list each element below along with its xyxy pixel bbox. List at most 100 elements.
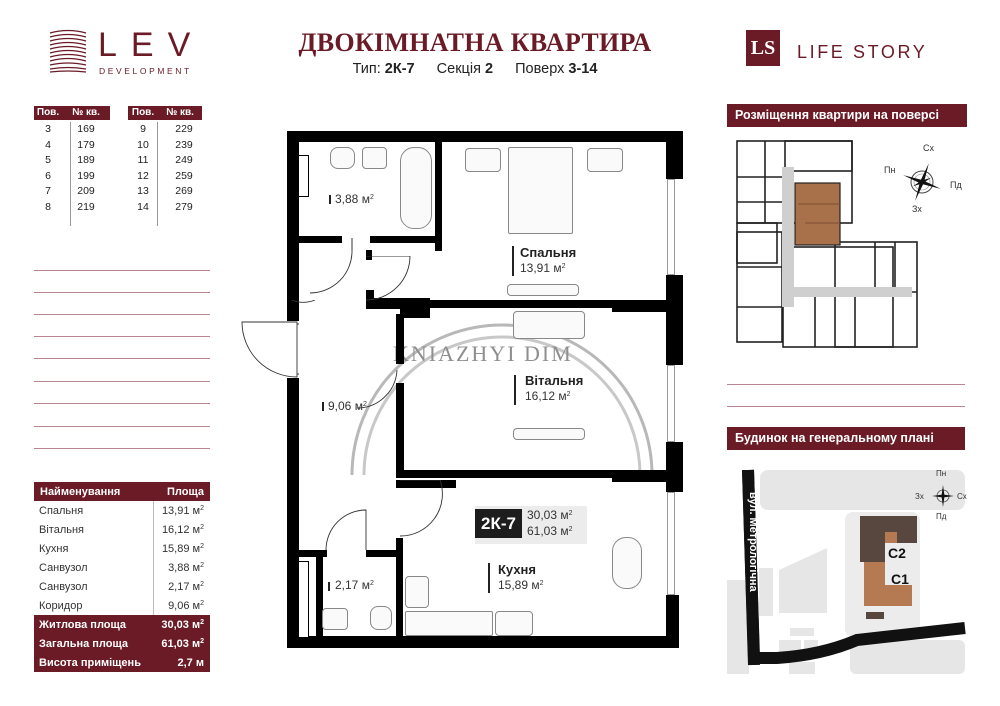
bedroom-area: 13,91 м2 [520, 261, 566, 275]
bathroom-door-swing [310, 238, 353, 294]
type-value: 2К-7 [384, 61, 415, 77]
building-c2 [860, 516, 917, 562]
section-label: Секція [436, 61, 481, 77]
floor-location-header: Розміщення квартири на поверсі [727, 104, 967, 127]
tv-stand-icon [513, 428, 585, 440]
compass-rose-icon [903, 163, 941, 201]
kitchen-counter-icon [405, 611, 493, 636]
watermark-text: KNIAZHYI DIM [393, 341, 573, 366]
kitchen-label: Кухня [498, 562, 536, 577]
apartment-type-tag: 2К-7 [475, 509, 522, 538]
street-name: вул. Метрологічна [747, 492, 759, 592]
page-title: ДВОКІМНАТНА КВАРТИРА [298, 28, 652, 57]
compass-label-west: Зх [912, 204, 922, 214]
door-swings [248, 300, 398, 409]
note-line [34, 358, 210, 359]
note-line [34, 448, 210, 449]
col-header-apt-2: № кв. [158, 106, 202, 120]
kitchen-sink-icon [495, 611, 533, 636]
life-story-wordmark: LIFE STORY [797, 42, 928, 62]
window [667, 365, 675, 442]
bedroom-door-swing [366, 256, 411, 301]
bathroom1-area: 3,88 м2 [335, 192, 374, 206]
col-header-floor-2: Пов. [128, 106, 158, 120]
living-room-area: 16,12 м2 [525, 389, 571, 403]
note-line [34, 403, 210, 404]
bathroom2-area: 2,17 м2 [335, 578, 374, 592]
column-divider [153, 501, 154, 615]
cooktop-icon [405, 576, 429, 608]
tv-stand-icon [507, 284, 579, 296]
building-label-c2: С2 [888, 545, 906, 561]
building-stripes-icon [49, 29, 87, 73]
compass-label-east: Сх [923, 143, 934, 153]
highlighted-apartment [794, 182, 841, 246]
site-plan-map: вул. Метрологічна С2 С1 Пн Зх Сх Пд [727, 460, 967, 674]
note-line [727, 384, 965, 385]
entrance-door-swing [241, 321, 298, 378]
toilet-icon [330, 147, 355, 169]
compass-label-north: Пн [884, 165, 896, 175]
corridor-area: 9,06 м2 [328, 399, 367, 413]
living-room-label: Вітальня [525, 373, 584, 388]
compass-label-north: Пн [936, 469, 947, 478]
ventilation-shaft [298, 561, 309, 638]
note-line [727, 406, 965, 407]
bathroom2-door-swing [325, 509, 367, 551]
compass-label-south: Пд [950, 180, 962, 190]
note-line [34, 270, 210, 271]
sink-icon [322, 608, 348, 630]
notes-area-left [34, 270, 210, 449]
kitchen-area: 15,89 м2 [498, 578, 544, 592]
note-line [34, 292, 210, 293]
sink-icon [362, 147, 387, 169]
site-plan-header: Будинок на генеральному плані [727, 427, 965, 450]
compass-label-south: Пд [936, 512, 947, 521]
window [667, 179, 675, 275]
bedroom-label: Спальня [520, 245, 577, 260]
apartment-type-badge: 2К-7 30,03 м2 61,03 м2 [475, 506, 587, 544]
building-label-c1: С1 [891, 571, 909, 587]
site-map-graphic [727, 469, 966, 674]
floor-layout-map [736, 140, 918, 348]
compass-rose-icon [932, 485, 954, 507]
badge-total-area: 61,03 м2 [527, 524, 573, 538]
bathtub-icon [400, 147, 432, 229]
badge-living-area: 30,03 м2 [527, 508, 573, 522]
compass-label-east: Сх [957, 492, 967, 501]
note-line [34, 336, 210, 337]
floor-label: Поверх [515, 61, 565, 77]
dining-table-icon [612, 537, 642, 589]
nightstand-icon [465, 148, 501, 172]
apartment-meta: Тип: 2К-7 Секція 2 Поверх 3-14 [250, 61, 700, 77]
floor-value: 3-14 [568, 61, 598, 77]
lev-development-logo: LEV DEVELOPMENT [48, 27, 198, 77]
column-divider [70, 122, 71, 226]
toilet-icon [370, 606, 392, 630]
sofa-icon [513, 311, 585, 339]
building-c1 [864, 562, 912, 606]
